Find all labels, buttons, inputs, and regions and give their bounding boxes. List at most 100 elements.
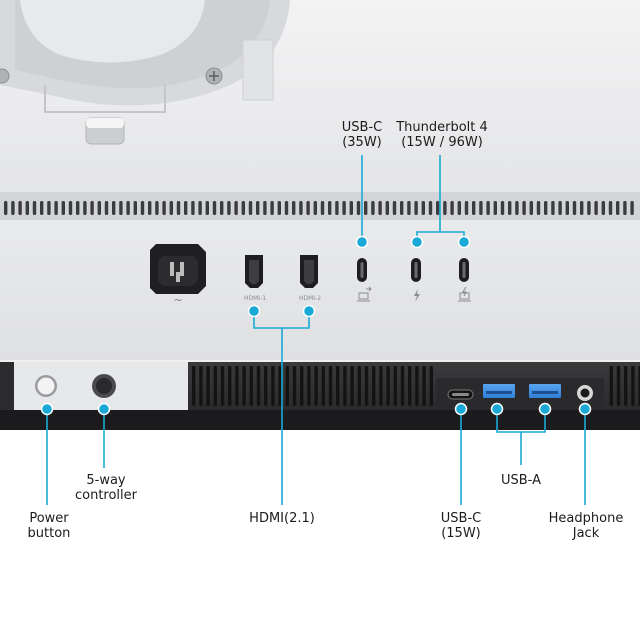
five-way-controller[interactable]: [96, 378, 112, 394]
lower-bar-shadow: [0, 410, 640, 430]
vent-slot: [169, 201, 173, 215]
callout-dots: [40, 235, 592, 416]
callout-dot: [355, 235, 369, 249]
vent-slot: [133, 201, 137, 215]
callout-five-way-line1: 5-way: [86, 473, 126, 488]
vent-slot: [284, 201, 289, 215]
vent-slot: [40, 201, 44, 215]
vent-slot: [148, 201, 152, 215]
vent-slot: [104, 201, 109, 215]
screw-slot: [209, 71, 219, 81]
callout-usbc-35w-line2: (35W): [342, 135, 382, 150]
vent-slots-upper: [4, 201, 634, 215]
vent-slot: [192, 366, 196, 406]
vent-slot: [213, 366, 217, 406]
vent-slot: [580, 201, 584, 215]
vent-slot: [508, 201, 512, 215]
vent-slot: [624, 366, 628, 406]
vent-slot: [198, 201, 202, 215]
callout-power-line2: button: [27, 526, 71, 541]
vent-slot: [321, 366, 325, 406]
vent-slot: [241, 201, 245, 215]
callout-dot: [457, 235, 471, 249]
vent-slot: [400, 201, 404, 215]
vent-slot: [306, 201, 310, 215]
hdmi-port-icon: [300, 255, 318, 288]
vent-slot: [313, 201, 317, 215]
callout-dot: [247, 304, 261, 318]
vent-slot: [623, 201, 627, 215]
hdmi1-label: HDMI-1: [244, 295, 266, 302]
stand-bracket: [44, 85, 166, 113]
vent-slot: [162, 201, 166, 215]
vent-slot: [414, 201, 418, 215]
callout-lines: [46, 155, 586, 505]
vent-slot: [429, 366, 433, 406]
vent-slot: [631, 366, 635, 406]
vent-slot: [205, 201, 209, 215]
callout-usbc-15w-line1: USB-C: [440, 511, 482, 526]
vent-slot: [112, 201, 116, 215]
vent-slot: [328, 201, 332, 215]
vent-slot: [18, 201, 22, 215]
vent-slot: [601, 201, 605, 215]
vent-slot: [76, 201, 80, 215]
vent-slot: [299, 201, 303, 215]
vent-slot: [220, 366, 225, 406]
vent-slot: [342, 201, 346, 215]
callout-usbc-35w-line1: USB-C: [341, 120, 383, 135]
usb-a-port-icon: [483, 384, 515, 398]
vent-slot: [392, 201, 397, 215]
vent-slot: [407, 201, 411, 215]
callout-headphone-line1: Headphone: [548, 511, 624, 526]
vent-slot: [234, 201, 238, 215]
callout-headphone-line2: Jack: [572, 526, 600, 541]
vent-slot: [336, 366, 340, 406]
callout-five-way: 5-way controller: [64, 473, 148, 503]
vent-slot: [90, 201, 94, 215]
callout-usbc-15w: USB-C (15W): [431, 511, 491, 541]
vent-slot: [357, 366, 361, 406]
vent-slot: [97, 201, 101, 215]
callout-usbc-35w: USB-C (35W): [332, 120, 392, 150]
vent-slot: [212, 201, 217, 215]
callout-line-usba: [496, 409, 546, 465]
vent-slot: [536, 201, 541, 215]
callout-hdmi-line1: HDMI(2.1): [249, 511, 315, 526]
vent-slot: [364, 366, 369, 406]
vent-slot: [379, 366, 383, 406]
vent-slot: [408, 366, 412, 406]
vent-slot: [11, 201, 15, 215]
callout-headphone: Headphone Jack: [541, 511, 631, 541]
callout-dot: [410, 235, 424, 249]
vent-slot: [587, 201, 591, 215]
vent-slot: [32, 201, 37, 215]
vent-slot: [285, 366, 289, 406]
callout-thunderbolt-line1: Thunderbolt 4: [396, 120, 488, 135]
vent-slot: [529, 201, 533, 215]
vent-slot: [278, 366, 282, 406]
vent-slot: [199, 366, 203, 406]
callout-usb-a-line1: USB-A: [501, 473, 541, 488]
callout-hdmi: HDMI(2.1): [242, 511, 322, 526]
power-button[interactable]: [37, 377, 55, 395]
laptop-icon: [458, 286, 471, 302]
vent-slot: [61, 201, 65, 215]
callout-thunderbolt-line2: (15W / 96W): [401, 135, 483, 150]
vent-slot: [220, 201, 224, 215]
vent-slot: [191, 201, 195, 215]
callout-five-way-line2: controller: [74, 488, 138, 503]
vent-slot: [235, 366, 239, 406]
vent-slots-lower: [192, 366, 640, 406]
vent-slot: [544, 201, 548, 215]
vent-slot: [572, 201, 577, 215]
vent-slot: [486, 201, 490, 215]
vent-slot: [176, 201, 181, 215]
callout-dot: [97, 402, 111, 416]
callout-dot: [454, 402, 468, 416]
laptop-icon: [357, 286, 372, 302]
vent-slot: [386, 366, 390, 406]
vent-slot: [140, 201, 145, 215]
vent-slot: [415, 366, 419, 406]
vent-slot: [328, 366, 333, 406]
